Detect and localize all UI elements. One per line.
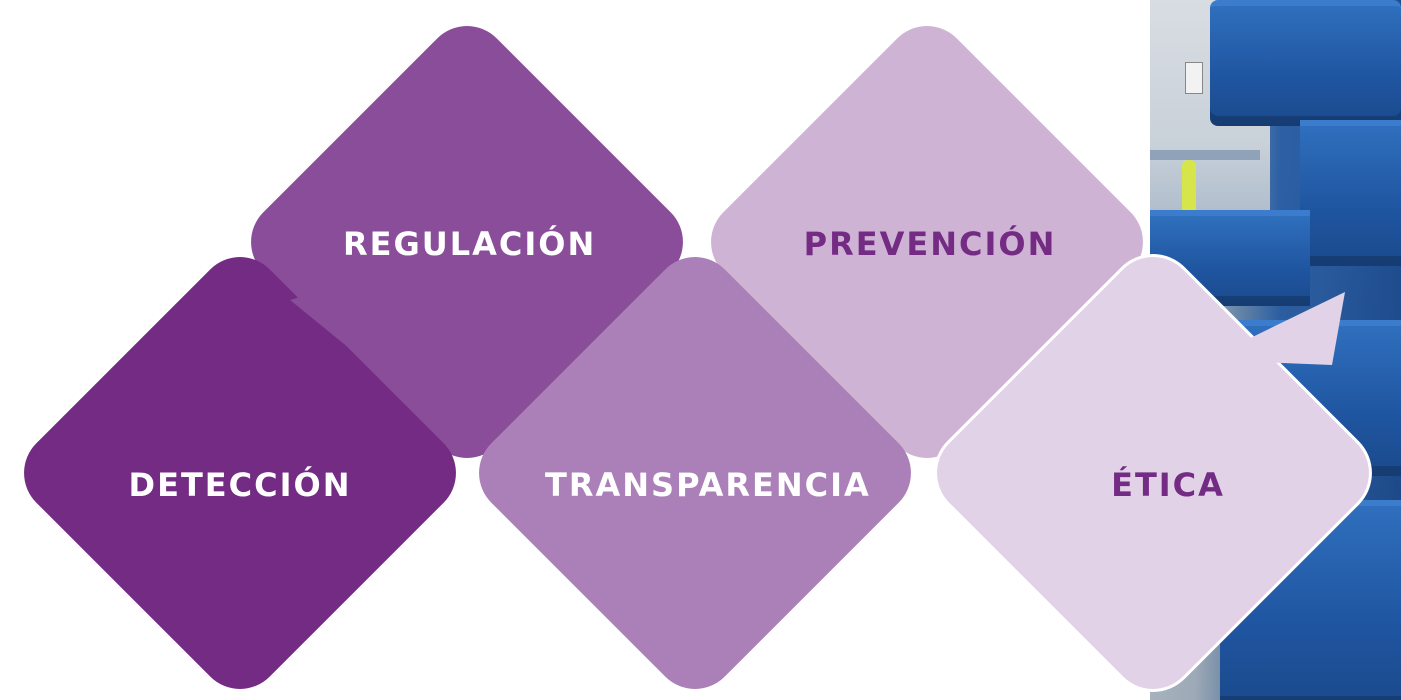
pointer-regulacion [290,266,400,388]
label-transparencia: Transparencia [545,466,871,504]
photo-crate [1300,120,1401,266]
pointer-etica [1080,320,1160,440]
label-regulacion: Regulación [343,225,597,263]
label-deteccion: Detección [128,466,352,504]
label-prevencion: Prevención [803,225,1057,263]
label-etica: Ética [1111,466,1225,504]
pointer-etica-right [1205,292,1345,365]
photo-sign [1185,62,1203,94]
photo-crate [1210,0,1401,126]
photo-shelf [1150,150,1260,160]
pointer-transparencia [620,300,700,420]
